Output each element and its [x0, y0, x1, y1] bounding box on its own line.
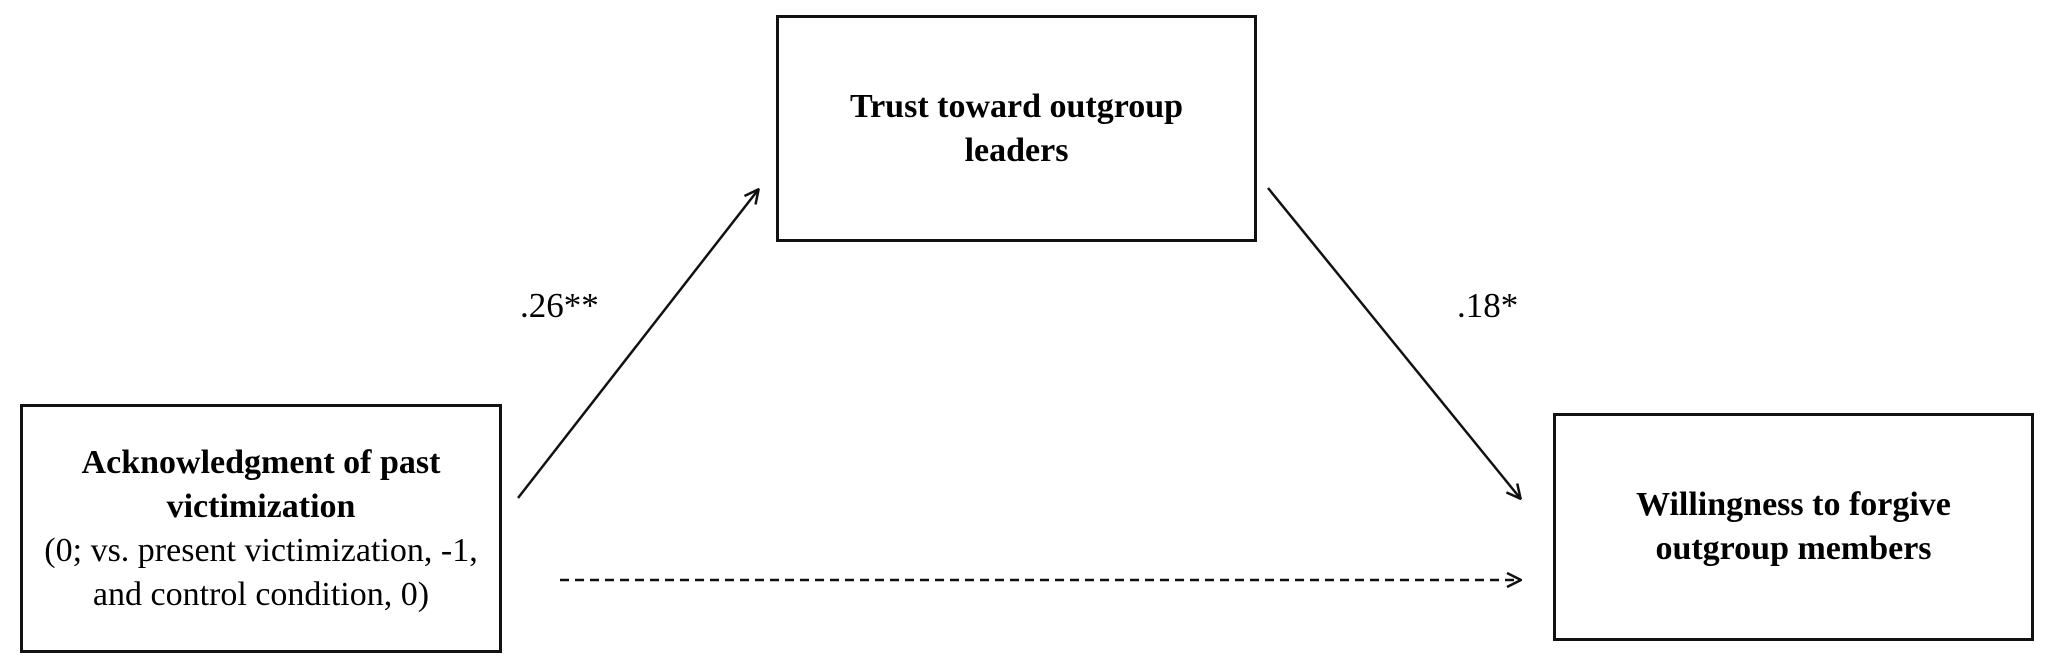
path-a-arrow [517, 190, 758, 499]
predictor-title: Acknowledgment of past victimization [81, 443, 441, 525]
path-b-arrow [1267, 187, 1520, 498]
outcome-title: Willingness to forgive outgroup members [1636, 486, 1951, 567]
predictor-box: Acknowledgment of past victimization (0;… [20, 404, 502, 653]
path-b-coefficient: .18* [1457, 286, 1519, 325]
mediator-title: Trust toward outgroup leaders [849, 87, 1184, 169]
outcome-box: Willingness to forgive outgroup members [1553, 413, 2034, 641]
path-a-coefficient: .26** [520, 286, 599, 325]
predictor-subtitle: (0; vs. present victimization, -1, and c… [44, 531, 478, 613]
mediator-box: Trust toward outgroup leaders [776, 15, 1257, 242]
